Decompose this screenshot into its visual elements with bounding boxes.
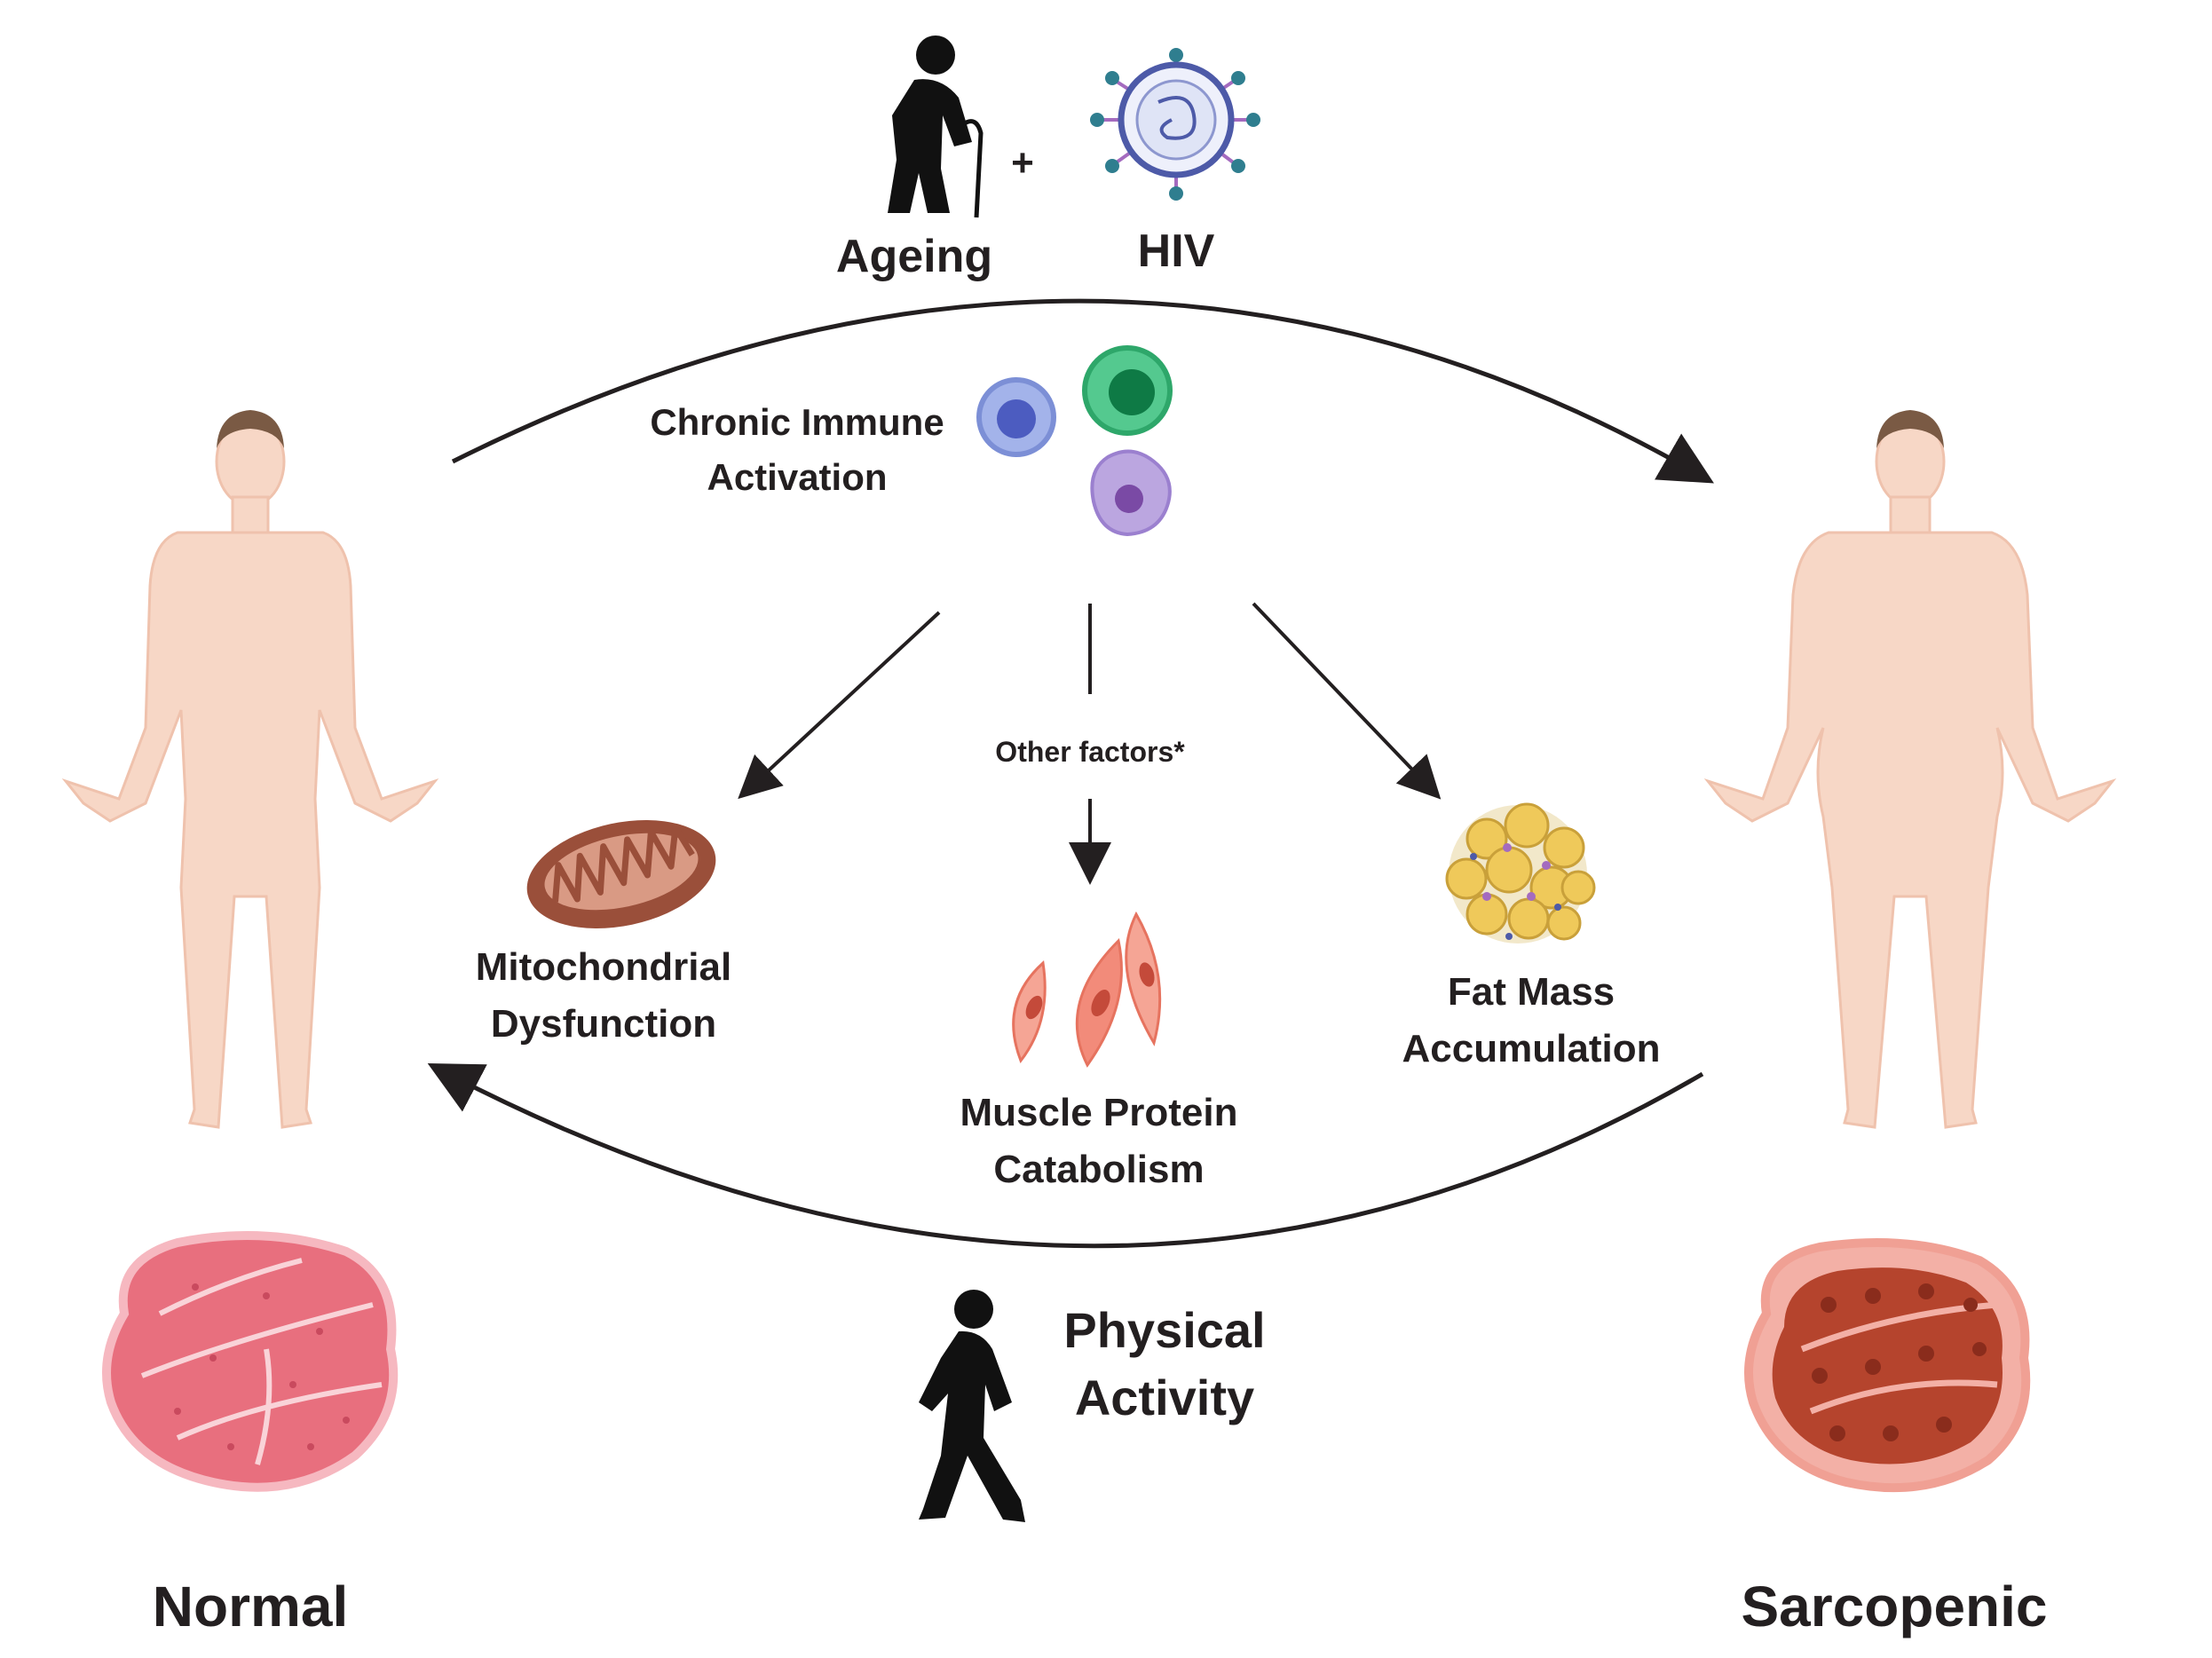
physical-label-line2: Activity xyxy=(1075,1370,1254,1425)
hiv-label: HIV xyxy=(1138,225,1215,277)
ageing-label: Ageing xyxy=(836,231,992,282)
sarcopenic-label: Sarcopenic xyxy=(1741,1575,2047,1638)
elderly-person-icon xyxy=(888,36,984,218)
muscle-label-line2: Catabolism xyxy=(993,1148,1204,1191)
arrow-to-fat xyxy=(1252,602,1442,800)
sarcopenic-body-figure xyxy=(1703,410,2117,1129)
sarcopenic-muscle-tissue-icon xyxy=(1744,1238,2031,1493)
normal-muscle-tissue-icon xyxy=(102,1231,399,1492)
muscle-cells-icon xyxy=(1012,911,1162,1068)
physical-activity-icon xyxy=(919,1290,1025,1522)
other-factors-label: Other factors* xyxy=(995,736,1185,768)
hiv-virus-icon xyxy=(1090,48,1260,201)
mito-label-line1: Mitochondrial xyxy=(476,945,731,989)
normal-body-figure xyxy=(61,410,439,1129)
immune-label-line1: Chronic Immune xyxy=(650,401,944,443)
normal-label: Normal xyxy=(153,1575,349,1638)
fat-label-line1: Fat Mass xyxy=(1448,970,1615,1014)
immune-cells-icon xyxy=(976,345,1173,537)
mito-label-line2: Dysfunction xyxy=(491,1002,716,1046)
immune-label-line2: Activation xyxy=(707,456,887,498)
progression-arrow xyxy=(451,298,1714,484)
plus-sign: + xyxy=(1011,141,1034,185)
fat-cells-icon xyxy=(1445,802,1596,943)
muscle-label-line1: Muscle Protein xyxy=(960,1091,1238,1134)
arrow-to-mitochondria xyxy=(738,611,941,800)
fat-label-line2: Accumulation xyxy=(1402,1027,1661,1070)
physical-label-line1: Physical xyxy=(1063,1302,1265,1358)
reversal-arrow xyxy=(427,1063,1704,1249)
mitochondria-icon xyxy=(526,819,716,929)
